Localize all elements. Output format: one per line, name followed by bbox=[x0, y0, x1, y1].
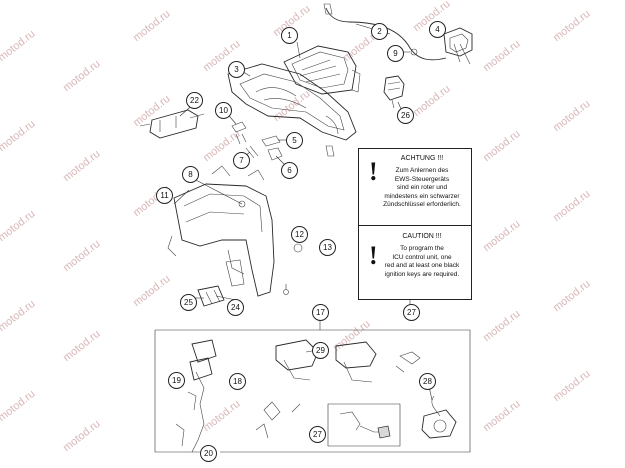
headlight-mask bbox=[227, 63, 357, 141]
callout-18: 18 bbox=[229, 373, 246, 390]
screws-10 bbox=[231, 121, 247, 145]
notice-text-en: To program the ICU control unit, one red… bbox=[384, 245, 460, 278]
notice-divider bbox=[359, 225, 471, 226]
ignition-switch bbox=[421, 395, 457, 439]
callout-24: 24 bbox=[227, 299, 244, 316]
callout-27-keys: 27 bbox=[309, 426, 326, 443]
callout-2: 2 bbox=[371, 23, 388, 40]
callout-12: 12 bbox=[291, 226, 308, 243]
callout-8: 8 bbox=[182, 166, 199, 183]
callout-4: 4 bbox=[429, 21, 446, 38]
callout-1: 1 bbox=[281, 27, 298, 44]
notice-title-de: ACHTUNG !!! bbox=[400, 155, 444, 162]
callout-28: 28 bbox=[419, 373, 436, 390]
key-set bbox=[327, 403, 401, 447]
handlebar-switch bbox=[175, 339, 217, 453]
notice-text-de: Zum Anlernen des EWS-Steuergeräts sind e… bbox=[383, 167, 461, 208]
small-parts-5-6-7 bbox=[245, 135, 335, 161]
callout-3: 3 bbox=[228, 61, 245, 78]
callout-9: 9 bbox=[387, 45, 404, 62]
callout-29: 29 bbox=[312, 342, 329, 359]
bracket-24 bbox=[197, 284, 289, 307]
callout-27-notice: 27 bbox=[403, 304, 420, 321]
programming-notice: ! ACHTUNG !!! Zum Anlernen des EWS-Steue… bbox=[358, 148, 472, 300]
callout-6: 6 bbox=[281, 162, 298, 179]
headlight-bracket-frame bbox=[167, 165, 275, 297]
callout-26: 26 bbox=[397, 107, 414, 124]
callout-22: 22 bbox=[186, 92, 203, 109]
callout-19: 19 bbox=[168, 372, 185, 389]
notice-title-en: CAUTION !!! bbox=[402, 233, 442, 240]
warning-mark-de: ! bbox=[369, 157, 378, 186]
callout-13: 13 bbox=[319, 239, 336, 256]
ignition-lock-top bbox=[383, 75, 405, 109]
bracket-22 bbox=[139, 109, 205, 139]
callout-20: 20 bbox=[200, 445, 217, 462]
callout-11: 11 bbox=[156, 187, 173, 204]
warning-mark-en: ! bbox=[369, 241, 378, 270]
callout-5: 5 bbox=[286, 132, 303, 149]
switch-units-29 bbox=[275, 339, 377, 383]
wiring-bottom bbox=[255, 351, 421, 439]
callout-17: 17 bbox=[312, 304, 329, 321]
callout-25: 25 bbox=[180, 294, 197, 311]
callout-7: 7 bbox=[233, 152, 250, 169]
instrument-cluster bbox=[283, 45, 361, 95]
callout-10: 10 bbox=[215, 102, 232, 119]
